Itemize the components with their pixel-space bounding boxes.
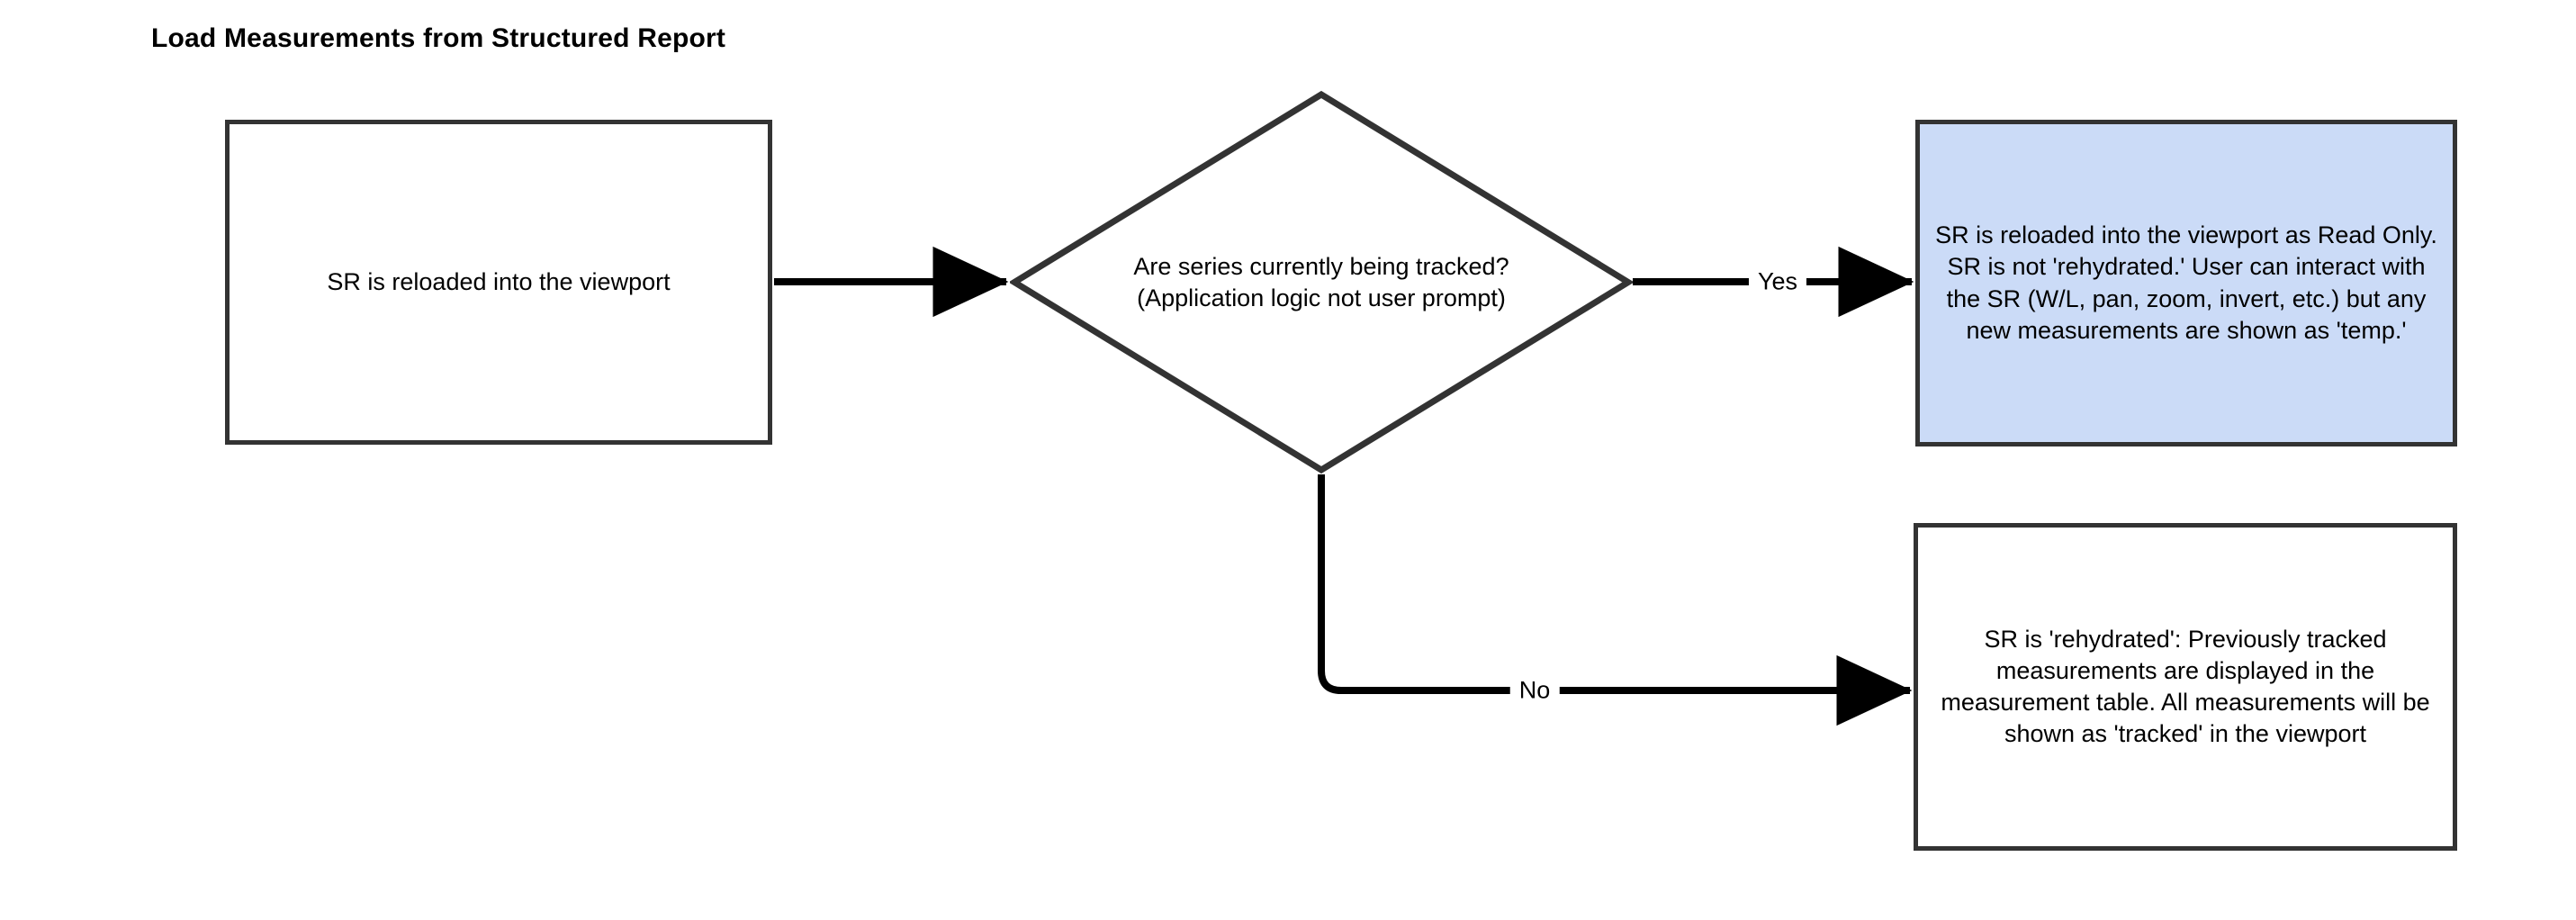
node-read-only-label: SR is reloaded into the viewport as Read… bbox=[1935, 221, 2437, 344]
node-rehydrated-label: SR is 'rehydrated': Previously tracked m… bbox=[1941, 625, 2430, 748]
node-start-label: SR is reloaded into the viewport bbox=[327, 268, 671, 296]
node-decision-series-tracked[interactable]: Are series currently being tracked? (App… bbox=[1010, 90, 1633, 474]
node-sr-rehydrated[interactable]: SR is 'rehydrated': Previously tracked m… bbox=[1914, 523, 2457, 851]
node-sr-read-only[interactable]: SR is reloaded into the viewport as Read… bbox=[1915, 120, 2457, 446]
node-start-sr-reloaded[interactable]: SR is reloaded into the viewport bbox=[225, 120, 772, 445]
edge-label-yes: Yes bbox=[1748, 266, 1807, 298]
edge-decision-to-rehydrated bbox=[1318, 474, 1913, 726]
diamond-shape bbox=[1010, 90, 1633, 474]
edge-label-no: No bbox=[1509, 674, 1560, 707]
page-title: Load Measurements from Structured Report bbox=[151, 23, 726, 53]
